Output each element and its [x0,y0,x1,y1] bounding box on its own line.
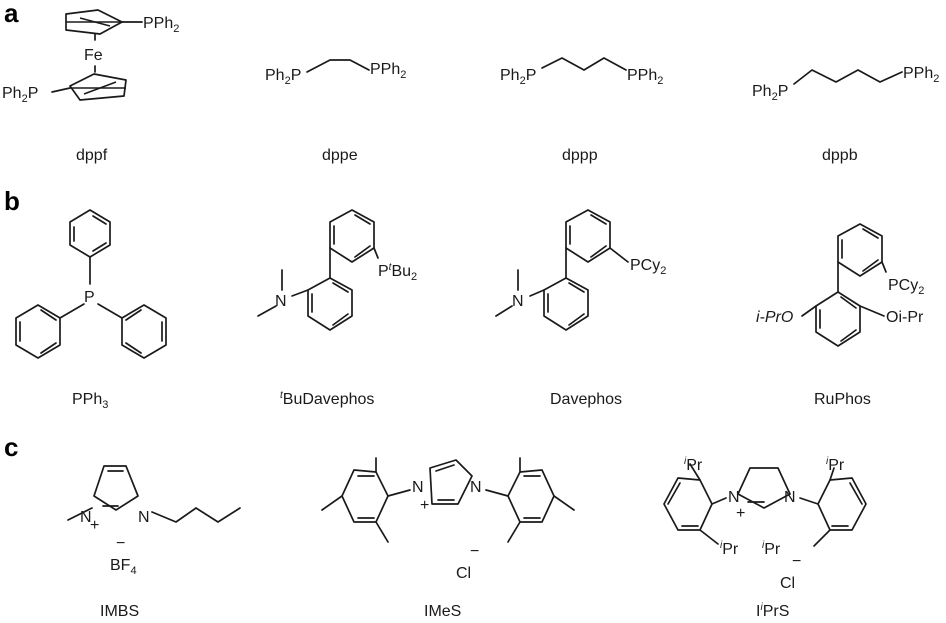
svg-text:N: N [470,479,482,496]
svg-text:PtBu2: PtBu2 [378,262,417,283]
dppf-label: dppf [76,147,108,164]
dppf-bottom-cp-ring [69,73,127,101]
dppp-label: dppp [562,147,598,164]
imbs-label: IMBS [100,603,139,620]
svg-text:−: − [116,535,125,552]
svg-text:iPr: iPr [826,456,845,474]
svg-text:Ph2P: Ph2P [500,67,536,87]
tbudavephos-label: tBuDavephos [280,390,374,408]
svg-text:+: + [736,505,745,522]
imes-structure: N N + Cl − [321,457,575,582]
svg-text:N: N [784,489,796,506]
dppp-structure: Ph2P PPh2 [500,57,663,87]
svg-text:−: − [792,553,801,570]
svg-text:PCy2: PCy2 [888,277,924,297]
svg-text:i-PrO: i-PrO [756,309,793,326]
pph3-structure: P [15,209,167,359]
iiprs-label: IiPrS [756,602,789,620]
dppb-structure: Ph2P PPh2 [752,65,939,103]
svg-text:Ph2P: Ph2P [2,85,38,105]
svg-text:Ph2P: Ph2P [752,83,788,103]
dppb-label: dppb [822,147,858,164]
dppe-label: dppe [322,147,358,164]
svg-text:+: + [90,517,99,534]
panel-c-label: c [4,432,18,462]
svg-text:BF4: BF4 [110,557,137,577]
svg-text:N: N [80,509,92,526]
pph3-label: PPh3 [72,391,108,411]
dppf-top-cp-ring [65,9,123,35]
svg-text:Ph2P: Ph2P [265,67,301,87]
panel-b-label: b [4,186,20,216]
tbudavephos-structure: N PtBu2 [257,209,417,331]
svg-text:PPh2: PPh2 [143,15,179,35]
svg-text:−: − [470,543,479,560]
fe-atom: Fe [84,47,103,64]
svg-text:PPh2: PPh2 [627,67,663,87]
svg-text:N: N [512,293,524,310]
svg-text:N: N [412,479,424,496]
svg-text:N: N [728,489,740,506]
svg-text:PPh2: PPh2 [903,65,939,85]
svg-text:Cl: Cl [780,575,795,592]
svg-text:PCy2: PCy2 [630,257,666,277]
davephos-structure: N PCy2 [495,209,666,331]
svg-text:P: P [84,289,95,306]
ruphos-structure: PCy2 i-PrO Oi-Pr [756,223,924,347]
iiprs-structure: N N + iPr iPr iPr iPr Cl − [663,456,867,592]
svg-text:N: N [138,509,150,526]
svg-text:Oi-Pr: Oi-Pr [886,309,924,326]
panel-a-label: a [4,0,19,28]
dppe-structure: Ph2P PPh2 [265,59,406,87]
svg-text:PPh2: PPh2 [370,61,406,81]
svg-text:Cl: Cl [456,565,471,582]
svg-text:iPr: iPr [762,540,781,558]
svg-text:N: N [275,293,287,310]
dppf-structure: PPh2 Fe Ph2P [2,9,179,105]
imes-label: IMeS [424,603,461,620]
svg-text:iPr: iPr [720,540,739,558]
davephos-label: Davephos [550,391,622,408]
imbs-structure: N N + BF4 − [67,465,241,577]
svg-text:iPr: iPr [684,456,703,474]
svg-text:+: + [420,497,429,514]
ruphos-label: RuPhos [814,391,871,408]
